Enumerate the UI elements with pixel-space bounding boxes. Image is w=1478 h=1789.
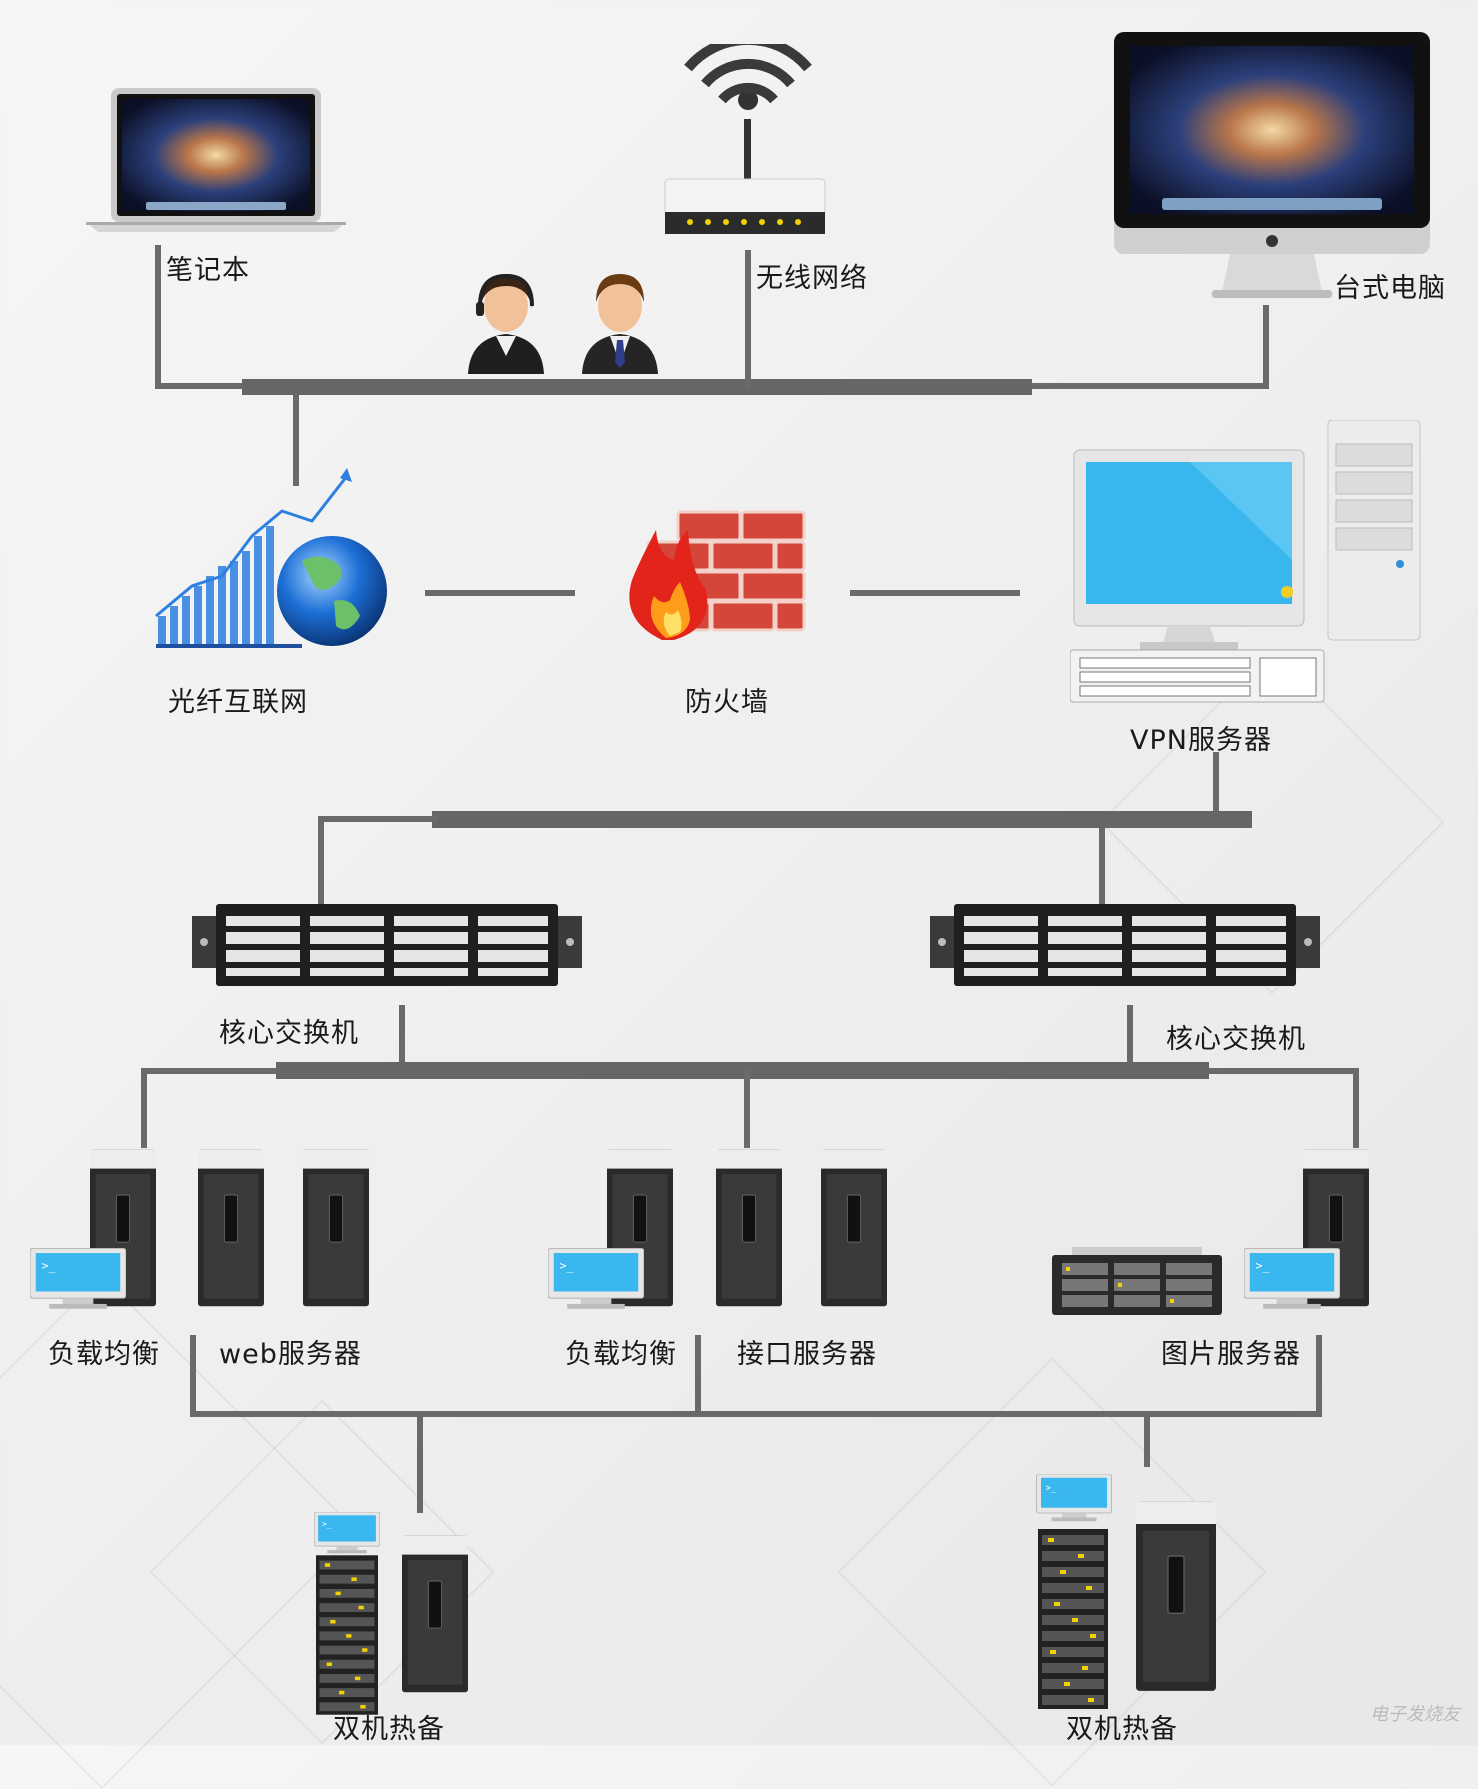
tower-server-icon [402, 1533, 468, 1695]
load-balancer-monitor-icon [548, 1248, 644, 1310]
wifi-router-icon [660, 44, 830, 254]
ha-right-riser [1316, 1335, 1322, 1417]
ha-bus [190, 1411, 1322, 1417]
ha-monitor-icon [314, 1512, 380, 1554]
ha1-link [417, 1411, 423, 1513]
rack-server-icon [1038, 1524, 1108, 1714]
switch1-down-link [399, 1005, 405, 1067]
ha-mid-riser [695, 1335, 701, 1417]
api-label: 接口服务器 [737, 1339, 877, 1370]
laptop-label: 笔记本 [166, 255, 250, 286]
desktop-label: 台式电脑 [1334, 273, 1446, 304]
internet-firewall-link [425, 590, 575, 596]
wifi-link [745, 250, 751, 388]
core-switch-1-label: 核心交换机 [219, 1018, 359, 1049]
core-switch-2-label: 核心交换机 [1166, 1024, 1306, 1055]
api-link [744, 1068, 750, 1148]
vpn-label: VPN服务器 [1130, 725, 1272, 756]
tower-server-icon [198, 1147, 264, 1309]
tower-server-icon [821, 1147, 887, 1309]
firewall-vpn-link [850, 590, 1020, 596]
tower-server-icon [716, 1147, 782, 1309]
wifi-label: 无线网络 [756, 263, 868, 294]
firewall-icon [618, 510, 818, 646]
switch-icon [192, 904, 582, 994]
image-label: 图片服务器 [1161, 1339, 1301, 1370]
internet-uplink [293, 394, 299, 486]
imac-icon [1112, 30, 1432, 305]
image-link [1353, 1068, 1359, 1148]
vpn-server-icon [1070, 420, 1426, 710]
top-bus [242, 379, 1032, 395]
internet-globe-icon [152, 466, 402, 656]
image-server-monitor-icon [1244, 1248, 1340, 1310]
switch2-down-link [1127, 1005, 1133, 1067]
server-bus [276, 1062, 1209, 1079]
switch1-link [318, 816, 324, 904]
internet-label: 光纤互联网 [168, 687, 308, 718]
tower-server-icon [303, 1147, 369, 1309]
ha-monitor-icon [1036, 1474, 1112, 1522]
ha-1-label: 双机热备 [333, 1714, 445, 1745]
lb-2-label: 负载均衡 [565, 1339, 677, 1370]
laptop-link [155, 245, 161, 389]
switch-bus [432, 811, 1252, 828]
vpn-down-link [1213, 752, 1219, 816]
tower-server-icon [1136, 1496, 1216, 1696]
load-balancer-monitor-icon [30, 1248, 126, 1310]
lb-1-label: 负载均衡 [48, 1339, 160, 1370]
ha-2-label: 双机热备 [1066, 1714, 1178, 1745]
desktop-link [1263, 305, 1269, 389]
ha-left-riser [190, 1335, 196, 1417]
rack-server-icon [1052, 1247, 1222, 1317]
firewall-label: 防火墙 [685, 687, 769, 718]
user-headset-icon [466, 268, 546, 374]
rack-server-icon [316, 1555, 378, 1715]
lb1-link [141, 1068, 147, 1148]
laptop-icon [86, 84, 346, 236]
user-business-icon [580, 268, 660, 374]
switch-icon [930, 904, 1320, 994]
ha2-link [1144, 1415, 1150, 1467]
web-label: web服务器 [219, 1339, 362, 1370]
switch2-link [1099, 828, 1105, 904]
switch-bus-thin [318, 816, 438, 822]
watermark: 电子发烧友 [1370, 1704, 1460, 1725]
